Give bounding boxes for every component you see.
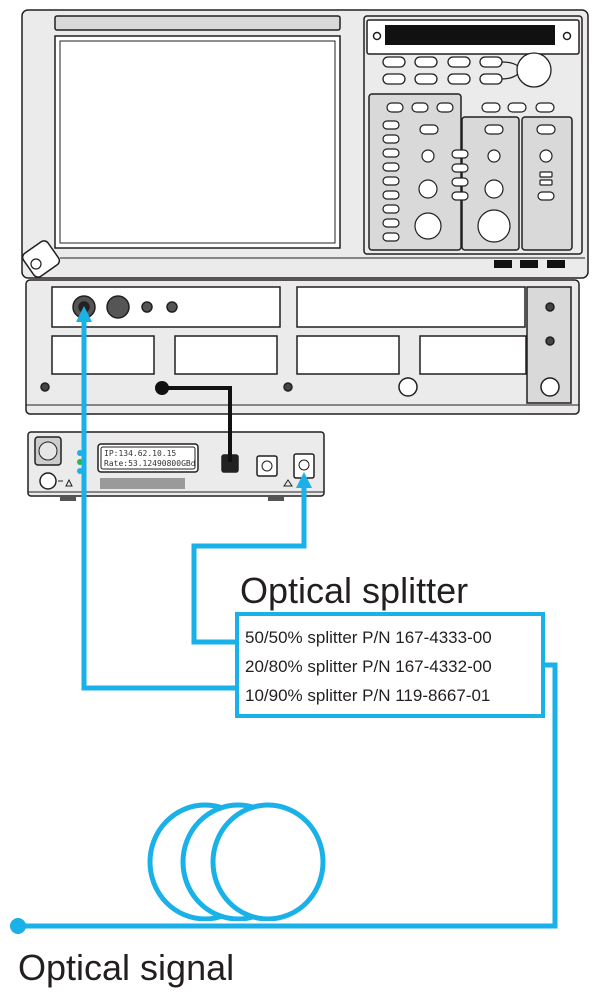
- display-ip: IP:134.62.10.15: [104, 449, 176, 458]
- display-rate: Rate:53.12490800GBd: [104, 459, 196, 468]
- oscilloscope: [21, 9, 589, 279]
- signal-label: Optical signal: [18, 947, 234, 988]
- clock-recovery-instrument: IP:134.62.10.15 Rate:53.12490800GBd: [27, 431, 325, 501]
- splitter-item: 20/80% splitter P/N 167-4332-00: [245, 657, 492, 676]
- splitter-item: 50/50% splitter P/N 167-4333-00: [245, 628, 492, 647]
- module-chassis: [25, 279, 580, 415]
- electrical-cable: [155, 381, 232, 462]
- optical-splitter: 50/50% splitter P/N 167-4333-00 20/80% s…: [235, 612, 545, 718]
- signal-source-endpoint: [10, 918, 26, 934]
- splitter-box: [235, 612, 545, 718]
- main-knob[interactable]: [516, 52, 552, 88]
- fiber-spool: [147, 802, 326, 922]
- splitter-title: Optical splitter: [240, 570, 468, 611]
- splitter-item: 10/90% splitter P/N 119-8667-01: [245, 686, 490, 705]
- power-icon: [30, 258, 42, 270]
- power-button-small[interactable]: [39, 472, 57, 490]
- power-button[interactable]: [21, 239, 62, 279]
